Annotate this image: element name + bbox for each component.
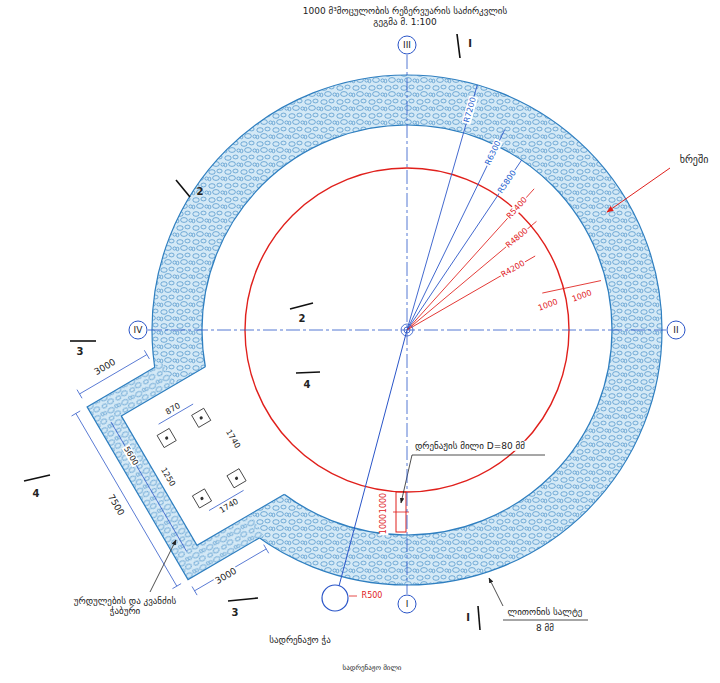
support-dot <box>200 496 204 500</box>
radius-line <box>407 256 535 330</box>
dimension-line <box>111 422 187 552</box>
drawing-label: დრენაჟის მილი D=80 მმ <box>414 441 526 451</box>
dimension-line <box>76 413 177 586</box>
leader-line <box>607 168 670 212</box>
axis-number: IV <box>134 326 143 335</box>
drawing-label: ლითონის სალტე <box>508 607 583 617</box>
drawing-label: 1000 <box>379 513 388 535</box>
drawing-label: 3 <box>232 607 239 619</box>
drawing-label: ხრეში <box>680 154 709 166</box>
axis-bubble: I <box>397 594 417 614</box>
dimension-line <box>195 549 267 591</box>
dimension-line <box>80 355 147 394</box>
section-mark <box>478 606 480 630</box>
drawing-label: I <box>468 38 472 50</box>
dimension-tick <box>72 411 81 416</box>
leader-line <box>150 540 176 592</box>
axis-bubble: II <box>666 320 686 340</box>
dimension-tick <box>144 350 149 359</box>
section-mark <box>290 303 313 309</box>
dimension-tick <box>264 545 269 554</box>
drain-pipe <box>339 330 407 586</box>
drain-well <box>322 585 348 611</box>
support-dot <box>234 476 238 480</box>
support-dot <box>199 416 203 420</box>
radius-lines <box>407 85 601 330</box>
support-dot <box>164 436 168 440</box>
drawing-label: 4 <box>304 379 311 391</box>
axis-line <box>407 55 408 594</box>
section-mark <box>228 598 258 601</box>
leader-line <box>349 596 357 597</box>
drawing-label: 8 მმ <box>536 623 554 633</box>
axis-line <box>148 330 666 331</box>
section-mark <box>296 372 320 373</box>
drawing-label: ურდულების და კვანძის ჭაბური <box>70 596 180 617</box>
support-square <box>192 408 211 427</box>
drawing-title: 1000 მ³მოცულობის რეზერვუარის საძირკვლის … <box>300 6 510 29</box>
valve-supports <box>157 408 246 508</box>
drawing-label: 3 <box>77 346 84 358</box>
chamber-inner <box>61 323 311 605</box>
drawing-label: 2 <box>299 313 306 325</box>
bubble-circle <box>667 321 685 339</box>
leader-line <box>489 578 503 606</box>
radius-line <box>407 221 536 330</box>
bubble-circle <box>129 321 147 339</box>
drawing-label: 1000 <box>379 492 388 514</box>
radius-line <box>407 189 534 330</box>
bubble-circle <box>398 595 416 613</box>
drawing-label: R500 <box>362 591 383 600</box>
section-marks <box>24 34 480 630</box>
axis-bubble: IV <box>128 320 148 340</box>
annex-dimension-lines <box>61 343 277 604</box>
drawing-label: 3000 <box>213 565 240 586</box>
support-square <box>192 489 211 508</box>
drawing-label: სადრენაჟო მილი <box>343 664 402 672</box>
axis-number: III <box>403 41 411 50</box>
fraction-line <box>503 620 588 621</box>
leader-line <box>401 455 545 503</box>
chamber-outline <box>121 365 284 546</box>
dimension-tick <box>77 390 82 399</box>
dimension-tick <box>172 584 181 589</box>
drawing-label: 2 <box>197 186 204 198</box>
section-mark <box>24 475 50 481</box>
drawing-label: 3000 <box>92 356 119 377</box>
axis-number: I <box>406 600 409 609</box>
dimension-tick <box>192 586 197 595</box>
section-mark <box>457 34 460 58</box>
axis-number: II <box>673 326 678 335</box>
section-mark <box>176 180 190 197</box>
drawing-label: I <box>466 612 470 624</box>
support-square <box>157 428 176 447</box>
chamber-floor <box>121 361 290 545</box>
drawing-label: სადრენაჟო ჭა <box>269 635 330 645</box>
axis-bubble: III <box>397 35 417 55</box>
bubble-circle <box>398 36 416 54</box>
section-mark <box>70 340 96 342</box>
drawing-label: 4 <box>33 488 40 500</box>
radius-line <box>407 130 505 330</box>
support-square <box>227 469 246 488</box>
